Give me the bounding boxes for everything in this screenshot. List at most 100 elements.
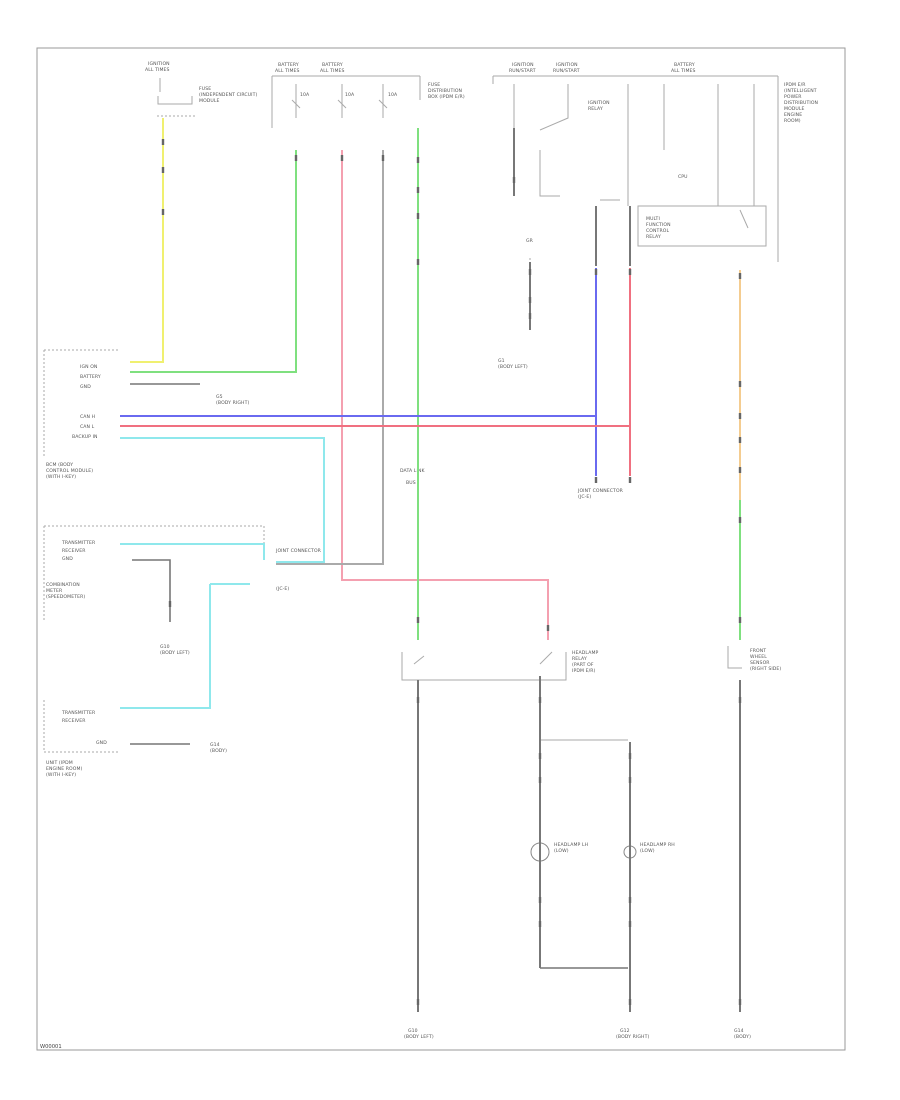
bottom-ground-c-line-1: G14 <box>734 1028 744 1034</box>
ipdm-note-line-2: (INTELLIGENT <box>784 88 817 94</box>
bottom-ground-c-line-2: (BODY) <box>734 1034 751 1040</box>
combo-pin-gnd: GND <box>62 556 73 562</box>
data-link-line-2: BUS <box>406 480 416 486</box>
bcm-pin-canl: CAN L <box>80 424 95 430</box>
fuse-note-line-1: FUSE <box>199 86 211 92</box>
relay-note-line-4: IPDM E/R) <box>572 668 596 674</box>
bcm-ground-line-1: G5 <box>216 394 223 400</box>
sensor-line-1: FRONT <box>750 648 766 654</box>
fuse-mid-note-line-1: FUSE <box>428 82 440 88</box>
wire-yellow <box>130 118 164 363</box>
ipdm-note-line-1: IPDM E/R <box>784 82 806 88</box>
combo-label-line-1: COMBINATION <box>46 582 80 588</box>
bottom-ground-a-line-2: (BODY LEFT) <box>404 1034 434 1040</box>
combo-label-line-3: (SPEEDOMETER) <box>46 594 85 600</box>
headlamp-relay: HEADLAMP RELAY (PART OF IPDM E/R) <box>401 650 598 681</box>
joint-connector-line-2: (JC-E) <box>276 586 289 592</box>
joint-connector-line-1: JOINT CONNECTOR <box>275 548 322 554</box>
bcm-pin-ign: IGN ON <box>80 364 97 370</box>
unit-pin-tx: TRANSMITTER <box>61 710 96 716</box>
lamp-rh-line-2: (LOW) <box>640 848 655 854</box>
unit-ground-line-2: (BODY) <box>210 748 227 754</box>
diagram-frame <box>36 47 846 1051</box>
combo-meter-block: TRANSMITTER RECEIVER GND COMBINATION MET… <box>43 525 322 656</box>
sensor-line-3: SENSOR <box>750 660 770 666</box>
fuse-right-b-line-1: IGNITION <box>556 62 578 68</box>
bottom-grounds: G10 (BODY LEFT) G12 (BODY RIGHT) G14 (BO… <box>404 1028 751 1040</box>
fuse-right-a-line-2: RUN/START <box>509 68 536 74</box>
fuse-right-c-line-2: ALL TIMES <box>671 68 696 74</box>
bottom-ground-a-line-1: G10 <box>408 1028 418 1034</box>
fuse-mid-note-line-3: BOX (IPDM E/R) <box>428 94 465 100</box>
lamp-lh-line-2: (LOW) <box>554 848 569 854</box>
mfcr-relay-box <box>637 205 767 247</box>
combo-ground-line-2: (BODY LEFT) <box>160 650 190 656</box>
ipdm-note-line-4: DISTRIBUTION <box>784 100 818 106</box>
fuse-right-b-line-2: RUN/START <box>553 68 580 74</box>
bottom-ground-b-line-2: (BODY RIGHT) <box>616 1034 649 1040</box>
headlamps: HEADLAMP LH (LOW) HEADLAMP RH (LOW) <box>530 739 675 969</box>
fuse-label-line-2: ALL TIMES <box>145 67 170 73</box>
ipdm-note-line-7: ROOM) <box>784 118 801 124</box>
relay-label-line-2: RELAY <box>588 106 603 112</box>
unit-label-line-1: UNIT (IPDM <box>46 760 73 766</box>
ipdm-note-line-3: POWER <box>784 94 802 100</box>
bottom-ground-b-line-1: G12 <box>620 1028 630 1034</box>
sensor-line-4: (RIGHT SIDE) <box>750 666 781 672</box>
bcm-pin-batt: BATTERY <box>80 374 101 380</box>
wire-grey <box>276 150 384 565</box>
wire-green-left <box>130 150 297 373</box>
ground-a-line-1: G1 <box>498 358 505 364</box>
fuse-group-mid: BATTERY ALL TIMES BATTERY ALL TIMES FUSE… <box>271 62 465 128</box>
unit-pin-rx: RECEIVER <box>62 718 86 724</box>
bcm-pin-backup: BACKUP IN <box>72 434 98 440</box>
wire-pink <box>341 150 549 640</box>
fuse-note-line-3: MODULE <box>199 98 220 104</box>
fuse-label-line-1: IGNITION <box>148 61 170 67</box>
bcm-pin-gnd: GND <box>80 384 91 390</box>
ipdm-note-line-6: ENGINE <box>784 112 802 118</box>
fuse-right-c-line-1: BATTERY <box>674 62 695 68</box>
unit-label-line-2: ENGINE ROOM) <box>46 766 83 772</box>
data-link-line-1: DATA LINK <box>400 468 425 474</box>
mfcr-label-line-4: RELAY <box>646 234 661 240</box>
fuse-mid-b-line-2: ALL TIMES <box>320 68 345 74</box>
fuse-right-a-line-1: IGNITION <box>512 62 534 68</box>
unit-ground-line-1: G14 <box>210 742 220 748</box>
relay-note-line-2: RELAY <box>572 656 587 662</box>
fuse-note-line-2: (INDEPENDENT CIRCUIT) <box>199 92 258 98</box>
ground-a-label: GR <box>526 238 534 244</box>
fuse-value-1: 10A <box>300 92 310 98</box>
fuse-mid-b-line-1: BATTERY <box>322 62 343 68</box>
relay-note-line-3: (PART OF <box>572 662 594 668</box>
wire-layer <box>120 118 742 1012</box>
unit-pin-gnd: GND <box>96 740 107 746</box>
unit-label-line-3: (WITH I-KEY) <box>46 772 76 778</box>
wire-cyan-c <box>120 583 250 709</box>
fuse-top-left: IGNITION ALL TIMES FUSE (INDEPENDENT CIR… <box>145 61 258 117</box>
bcm-ground-line-2: (BODY RIGHT) <box>216 400 249 406</box>
bcm-label-line-3: (WITH I-KEY) <box>46 474 76 480</box>
relay-label-line-1: IGNITION <box>588 100 610 106</box>
ground-a-line-2: (BODY LEFT) <box>498 364 528 370</box>
ipdm-box: IGNITION RUN/START IGNITION RUN/START BA… <box>492 62 818 262</box>
unit-block: TRANSMITTER RECEIVER GND UNIT (IPDM ENGI… <box>43 700 227 778</box>
lamp-lh-line-1: HEADLAMP LH <box>554 842 588 848</box>
fuse-value-3: 10A <box>388 92 398 98</box>
sensor-line-2: WHEEL <box>750 654 767 660</box>
combo-pin-rx: RECEIVER <box>62 548 86 554</box>
joint-connector-right-line-1: JOINT CONNECTOR <box>577 488 624 494</box>
mfcr-label-line-3: CONTROL <box>646 228 669 234</box>
combo-ground-line-1: G10 <box>160 644 170 650</box>
wheel-sensor: FRONT WHEEL SENSOR (RIGHT SIDE) <box>727 646 781 672</box>
mfcr-label-line-2: FUNCTION <box>646 222 671 228</box>
lamp-rh-line-1: HEADLAMP RH <box>640 842 675 848</box>
bcm-label-line-1: BCM (BODY <box>46 462 73 468</box>
mfcr-label-line-1: MULTI <box>646 216 660 222</box>
combo-label-line-2: METER <box>46 588 63 594</box>
fuse-value-2: 10A <box>345 92 355 98</box>
wire-cyan-b <box>120 543 265 560</box>
joint-connector-right-line-2: (JC-E) <box>578 494 591 500</box>
bcm-block: IGN ON BATTERY GND CAN H CAN L BACKUP IN… <box>43 349 249 480</box>
